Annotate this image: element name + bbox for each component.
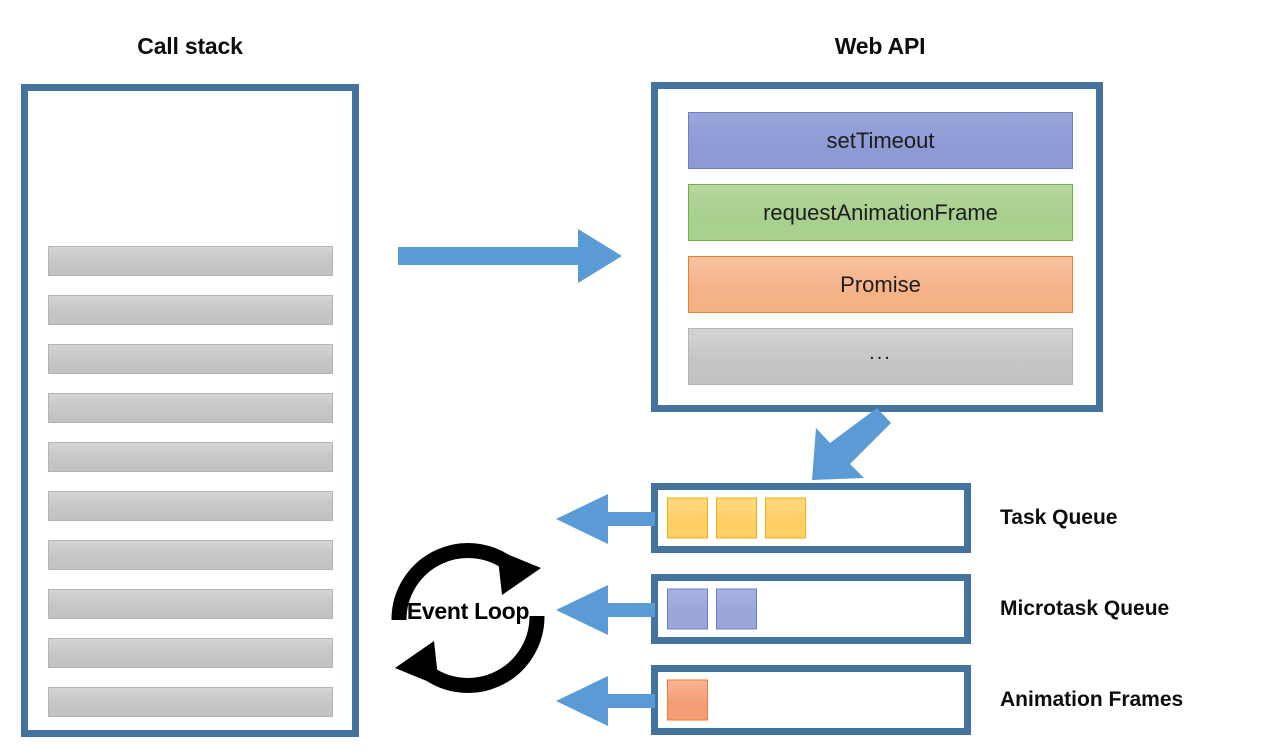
call-stack-frame: [48, 295, 333, 325]
arrow-animation-frames-to-event-loop-icon: [556, 676, 655, 726]
web-api-entry-requestanimationframe: requestAnimationFrame: [688, 184, 1073, 241]
task-queue-item: [667, 497, 708, 539]
call-stack-frame: [48, 540, 333, 570]
task-queue-item: [765, 497, 806, 539]
event-loop-circular-arrows-icon: [391, 543, 545, 693]
arrow-call-stack-to-web-api-icon: [398, 229, 622, 283]
microtask-queue-box: [651, 574, 971, 644]
task-queue-item: [716, 497, 757, 539]
event-loop: Event Loop: [378, 524, 558, 712]
call-stack-frame: [48, 393, 333, 423]
web-api-title: Web API: [834, 33, 926, 59]
web-api-entry-promise: Promise: [688, 256, 1073, 313]
animation-frames-item: [667, 679, 708, 721]
call-stack-title: Call stack: [137, 33, 243, 59]
call-stack-frame: [48, 589, 333, 619]
animation-frames-label: Animation Frames: [1000, 688, 1184, 711]
call-stack-frame: [48, 638, 333, 668]
call-stack-frame: [48, 687, 333, 717]
microtask-queue-items: [667, 588, 757, 630]
task-queue-box: [651, 483, 971, 553]
microtask-queue-item: [716, 588, 757, 630]
animation-frames-box: [651, 665, 971, 735]
arrow-microtask-queue-to-event-loop-icon: [556, 585, 655, 635]
call-stack-box: [21, 84, 359, 737]
arrow-web-api-to-task-queue-icon: [812, 408, 891, 480]
task-queue-items: [667, 497, 806, 539]
call-stack-frame: [48, 246, 333, 276]
task-queue-label: Task Queue: [1000, 506, 1118, 529]
web-api-entry-ellipsis: ...: [688, 328, 1073, 385]
arrow-task-queue-to-event-loop-icon: [556, 494, 655, 544]
web-api-box: setTimeout requestAnimationFrame Promise…: [651, 82, 1103, 412]
animation-frames-items: [667, 679, 708, 721]
call-stack-frame: [48, 344, 333, 374]
call-stack-frame: [48, 491, 333, 521]
microtask-queue-item: [667, 588, 708, 630]
web-api-entry-settimeout: setTimeout: [688, 112, 1073, 169]
microtask-queue-label: Microtask Queue: [1000, 597, 1170, 620]
event-loop-label: Event Loop: [406, 598, 530, 624]
call-stack-frame: [48, 442, 333, 472]
